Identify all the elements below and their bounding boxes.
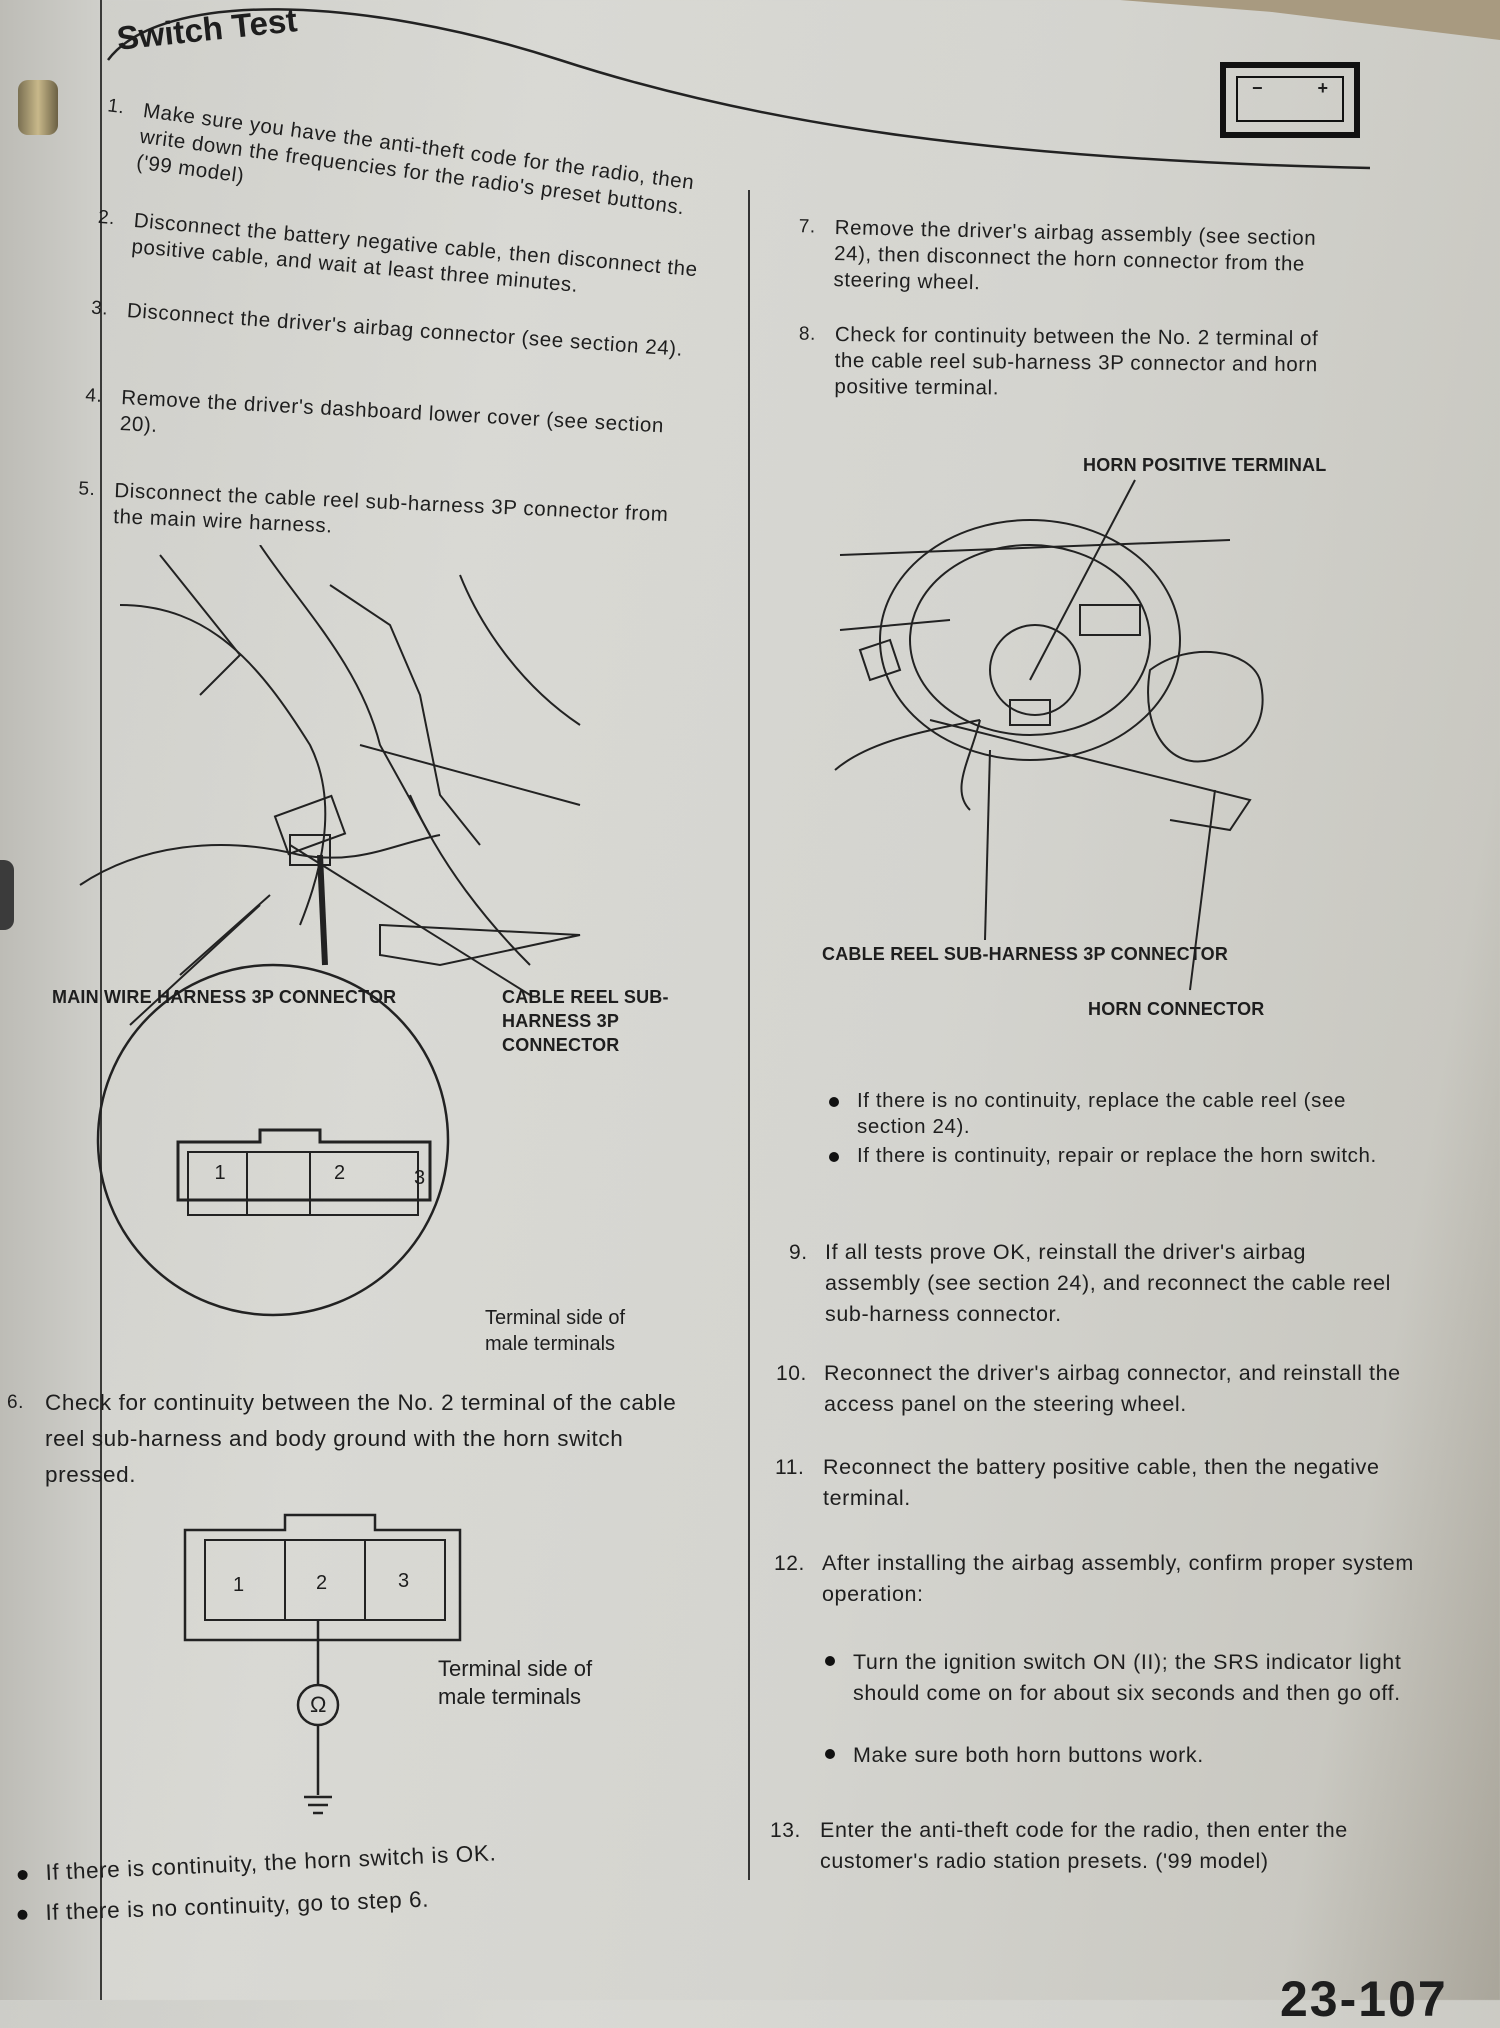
- step-10: 10.Reconnect the driver's airbag connect…: [776, 1361, 1401, 1416]
- battery-icon: −+: [1220, 62, 1360, 138]
- terminal-2: 2: [334, 1162, 346, 1184]
- ohmmeter-icon: Ω: [310, 1692, 327, 1717]
- binder-ring: [18, 80, 58, 135]
- right-bullet: Turn the ignition switch ON (II); the SR…: [825, 1647, 1423, 1709]
- terminal-1: 1: [214, 1162, 226, 1184]
- label-horn-positive-terminal: HORN POSITIVE TERMINAL: [1083, 455, 1327, 475]
- left-bullet: If there is continuity, the horn switch …: [45, 1834, 646, 1886]
- label-cable-reel-connector: CABLE REEL SUB-HARNESS 3P CONNECTOR: [502, 987, 669, 1055]
- step-7: 7.Remove the driver's airbag assembly (s…: [798, 215, 1317, 295]
- step-3: 3.Disconnect the driver's airbag connect…: [90, 297, 684, 361]
- binder-ring: [0, 860, 14, 930]
- terminal-3: 3: [398, 1570, 410, 1592]
- terminal-2: 2: [316, 1572, 328, 1594]
- right-bullet: If there is no continuity, replace the c…: [829, 1088, 1397, 1140]
- right-bullet: Make sure both horn buttons work.: [825, 1740, 1423, 1771]
- terminal-3: 3: [414, 1167, 426, 1189]
- battery-plus: +: [1317, 78, 1328, 98]
- step-11: 11.Reconnect the battery positive cable,…: [775, 1455, 1380, 1510]
- step-6: 6.Check for continuity between the No. 2…: [7, 1390, 677, 1487]
- step-4: 4.Remove the driver's dashboard lower co…: [84, 385, 665, 438]
- header-curve: [106, 8, 1371, 170]
- battery-minus: −: [1252, 78, 1263, 98]
- figure1-caption: Terminal side of male terminals: [485, 1307, 626, 1355]
- label-horn-connector: HORN CONNECTOR: [1088, 999, 1265, 1019]
- label-main-wire-harness: MAIN WIRE HARNESS 3P CONNECTOR: [52, 987, 397, 1007]
- figure-steering-wheel: [834, 479, 1264, 991]
- binder-edge: [0, 0, 102, 2000]
- step-12: 12.After installing the airbag assembly,…: [774, 1551, 1414, 1606]
- column-divider: [748, 190, 750, 1880]
- figure-connector-location: [79, 545, 581, 1317]
- label-cable-reel-connector: CABLE REEL SUB-HARNESS 3P CONNECTOR: [822, 944, 1229, 964]
- step-8: 8.Check for continuity between the No. 2…: [798, 322, 1319, 400]
- figure-continuity-check: [183, 1513, 462, 1815]
- terminal-1: 1: [233, 1574, 245, 1596]
- step-9: 9.If all tests prove OK, reinstall the d…: [789, 1240, 1392, 1326]
- page-number: 23-107: [1280, 1971, 1448, 2027]
- right-bullet: If there is continuity, repair or replac…: [829, 1143, 1397, 1169]
- figure2-caption: Terminal side of male terminals: [438, 1656, 593, 1709]
- left-bullet: If there is no continuity, go to step 6.: [45, 1879, 646, 1926]
- step-13: 13.Enter the anti-theft code for the rad…: [770, 1818, 1348, 1873]
